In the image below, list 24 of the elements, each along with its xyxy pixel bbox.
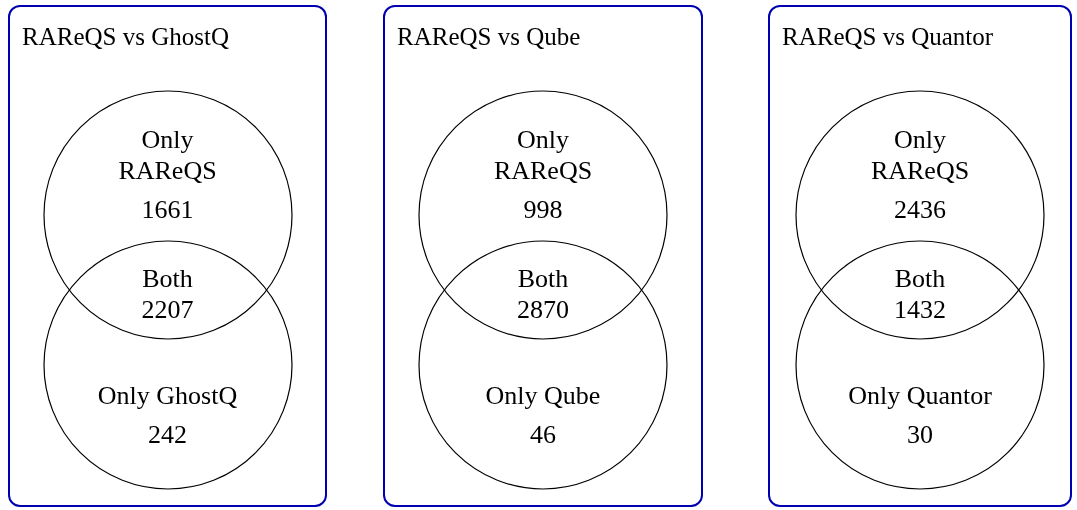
set-label: Only RAReQS bbox=[117, 124, 218, 187]
comparison-panel bbox=[768, 5, 1072, 507]
set-label: Only RAReQS bbox=[492, 124, 594, 187]
overlap-label: 1432 bbox=[894, 294, 946, 326]
panel-title: RAReQS vs GhostQ bbox=[21, 23, 230, 51]
comparison-panel bbox=[8, 5, 327, 507]
set-label: Only Qube bbox=[485, 380, 601, 412]
count-label: 998 bbox=[523, 194, 563, 226]
overlap-label: Both bbox=[142, 263, 193, 295]
overlap-label: Both bbox=[517, 263, 569, 295]
set-label: Only RAReQS bbox=[869, 124, 971, 187]
count-label: 30 bbox=[907, 419, 933, 451]
count-label: 1661 bbox=[141, 194, 194, 226]
set-label: Only Quantor bbox=[848, 380, 992, 412]
comparison-panel bbox=[383, 5, 703, 507]
count-label: 242 bbox=[148, 419, 187, 451]
overlap-label: Both bbox=[894, 263, 946, 295]
overlap-label: 2207 bbox=[141, 294, 194, 326]
panel-title: RAReQS vs Qube bbox=[396, 23, 582, 51]
panel-title: RAReQS vs Quantor bbox=[781, 23, 995, 51]
count-label: 2436 bbox=[894, 194, 946, 226]
overlap-label: 2870 bbox=[517, 294, 569, 326]
set-label: Only GhostQ bbox=[97, 380, 238, 412]
count-label: 46 bbox=[530, 419, 556, 451]
